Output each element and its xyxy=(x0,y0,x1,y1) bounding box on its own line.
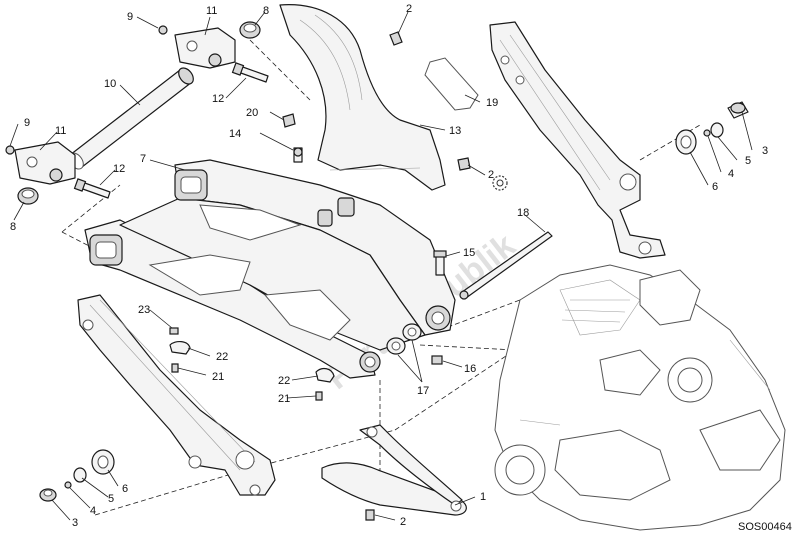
callout-11-lower[interactable]: 11 xyxy=(55,125,66,137)
callout-20[interactable]: 20 xyxy=(246,107,258,119)
nut-16[interactable] xyxy=(431,355,443,365)
callout-17[interactable]: 17 xyxy=(417,385,429,397)
callout-14[interactable]: 14 xyxy=(229,128,241,140)
callout-numbers: 9 11 8 2 10 12 20 14 7 9 11 12 8 19 13 2… xyxy=(10,3,768,529)
callout-2-bottom[interactable]: 2 xyxy=(400,516,406,528)
callout-6-left[interactable]: 6 xyxy=(122,483,128,495)
pivot-parts-right[interactable] xyxy=(675,101,749,155)
callout-3-right[interactable]: 3 xyxy=(762,145,768,157)
bolt-14[interactable] xyxy=(293,147,303,163)
callout-8-upper[interactable]: 8 xyxy=(263,5,269,17)
callout-22-right[interactable]: 22 xyxy=(278,375,290,387)
callout-8-lower[interactable]: 8 xyxy=(10,221,16,233)
callout-11-upper[interactable]: 11 xyxy=(206,5,217,17)
callout-5-left[interactable]: 5 xyxy=(108,493,114,505)
callout-2-top[interactable]: 2 xyxy=(406,3,412,15)
chain-guard[interactable] xyxy=(321,424,467,516)
callout-12-lower[interactable]: 12 xyxy=(113,163,125,175)
clip-20[interactable] xyxy=(282,113,296,128)
callout-10[interactable]: 10 xyxy=(104,78,116,90)
callout-3-left[interactable]: 3 xyxy=(72,517,78,529)
diagram-code: SOS00464 xyxy=(738,521,792,533)
washers-17[interactable] xyxy=(386,323,422,355)
callout-18[interactable]: 18 xyxy=(517,207,529,219)
callout-4-left[interactable]: 4 xyxy=(90,505,96,517)
callout-16[interactable]: 16 xyxy=(464,363,476,375)
adjuster-bolt-lower[interactable] xyxy=(73,178,111,199)
callout-15[interactable]: 15 xyxy=(463,247,475,259)
footpeg-bracket-right[interactable] xyxy=(489,21,666,259)
pivot-parts-left[interactable] xyxy=(39,449,115,502)
end-cap-lower[interactable] xyxy=(17,187,39,205)
nut-lower[interactable] xyxy=(5,145,15,155)
callout-21-left[interactable]: 21 xyxy=(212,371,224,383)
rear-mudguard[interactable] xyxy=(279,4,446,191)
gear-symbol xyxy=(492,175,508,191)
chain-adjuster-lower[interactable] xyxy=(14,141,76,185)
chain-adjuster-upper[interactable] xyxy=(174,27,236,69)
callout-13[interactable]: 13 xyxy=(449,125,461,137)
adjuster-bolt-upper[interactable] xyxy=(231,62,269,83)
callout-7[interactable]: 7 xyxy=(140,153,146,165)
end-cap-upper[interactable] xyxy=(239,21,261,39)
nut-upper[interactable] xyxy=(158,25,168,35)
callout-19[interactable]: 19 xyxy=(486,97,498,109)
callout-5-right[interactable]: 5 xyxy=(745,155,751,167)
leader-lines xyxy=(9,11,753,521)
wheel-axle-sleeve[interactable] xyxy=(66,65,197,172)
bolt-2-mid[interactable] xyxy=(457,157,471,171)
clamps-22-21[interactable] xyxy=(169,327,335,401)
swingarm-spindle[interactable] xyxy=(459,231,553,300)
callout-23[interactable]: 23 xyxy=(138,304,150,316)
callout-4-right[interactable]: 4 xyxy=(728,168,734,180)
bolt-2-top[interactable] xyxy=(389,31,403,46)
chain-guard-plate[interactable] xyxy=(424,57,479,111)
footpeg-bracket-left[interactable] xyxy=(77,294,276,496)
callout-9-upper[interactable]: 9 xyxy=(127,11,133,23)
callout-1[interactable]: 1 xyxy=(480,491,486,503)
bolt-2-bottom[interactable] xyxy=(365,509,375,521)
callout-6-right[interactable]: 6 xyxy=(712,181,718,193)
callout-22-left[interactable]: 22 xyxy=(216,351,228,363)
callout-9-lower[interactable]: 9 xyxy=(24,117,30,129)
bolt-15[interactable] xyxy=(433,250,447,276)
swingarm[interactable] xyxy=(84,159,456,379)
callout-12-upper[interactable]: 12 xyxy=(212,93,224,105)
callout-21-right[interactable]: 21 xyxy=(278,393,290,405)
callout-2-mid[interactable]: 2 xyxy=(488,169,494,181)
engine xyxy=(494,264,786,531)
